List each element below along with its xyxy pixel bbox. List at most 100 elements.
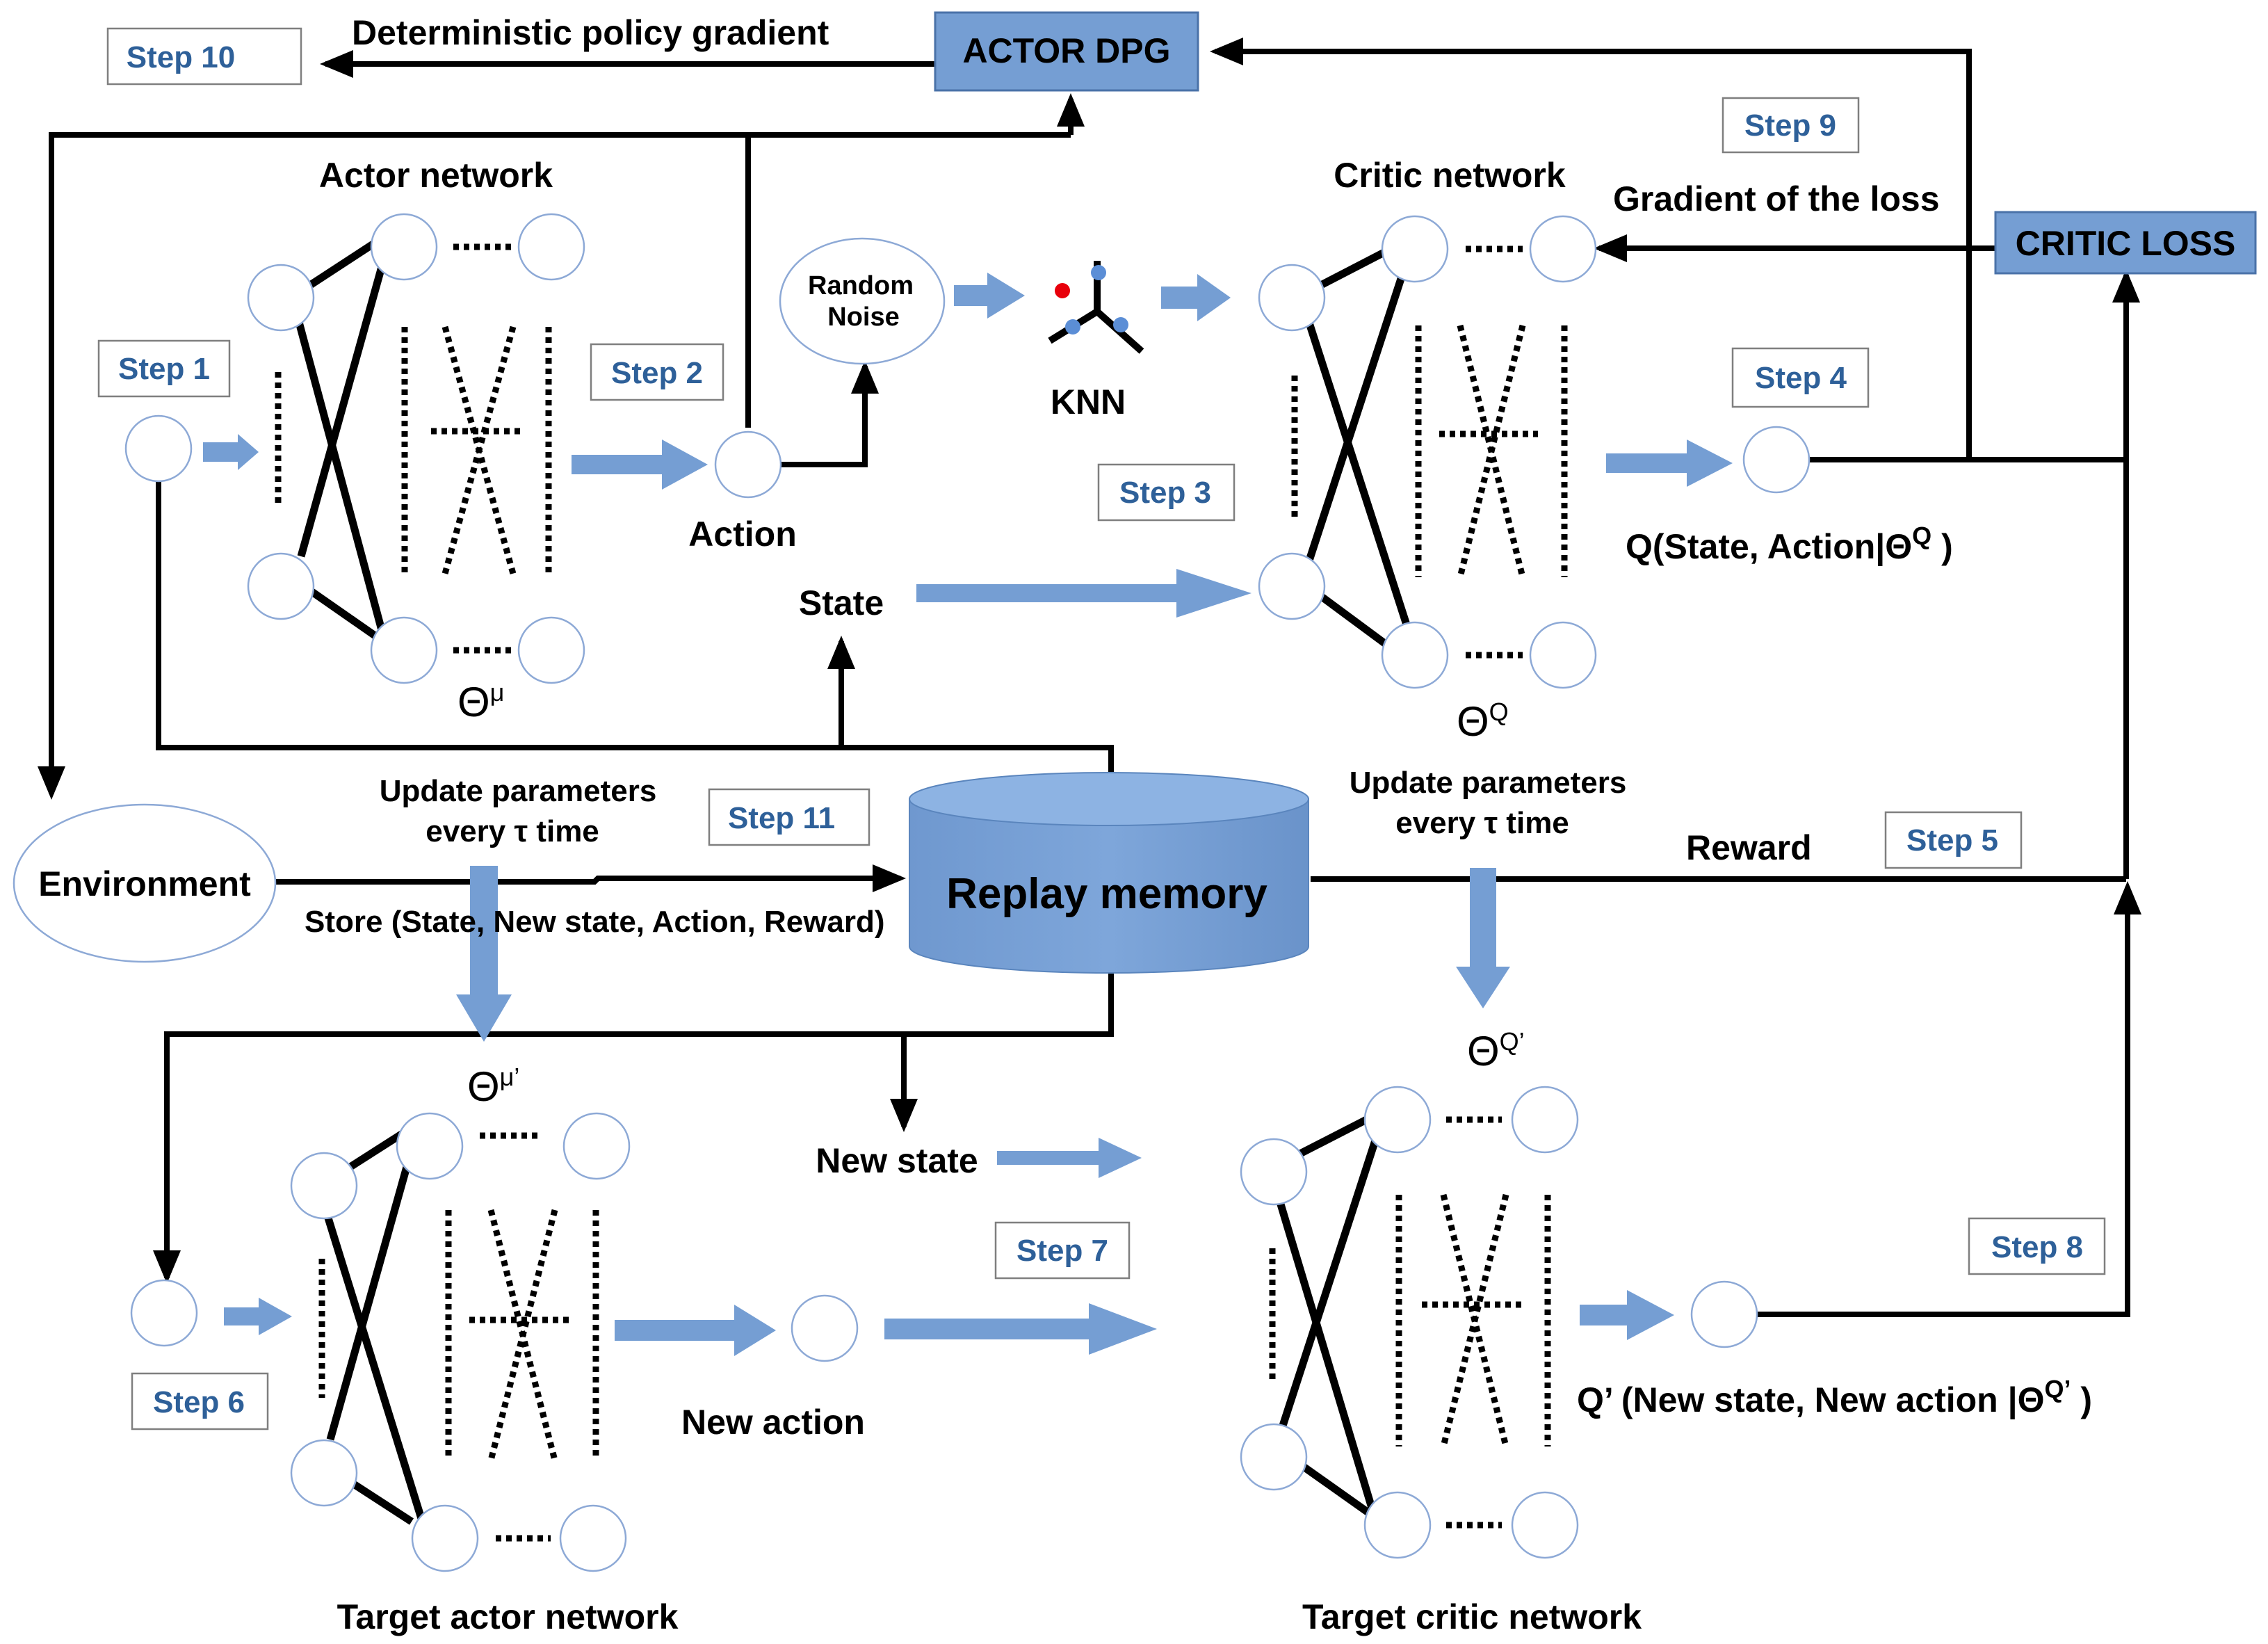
theta-actor: Θμ — [457, 678, 504, 725]
block-arrow-state-critic — [916, 569, 1252, 618]
q-target-output-node — [1690, 1280, 1758, 1348]
theta-actor-sup: μ — [490, 678, 505, 707]
step-9-box: Step 9 — [1722, 97, 1860, 154]
actor-node — [517, 213, 585, 281]
block-arrow-newstate-target-critic — [997, 1138, 1142, 1178]
theta-target-actor: Θμ’ — [467, 1063, 519, 1110]
step-11-label: Step 11 — [728, 801, 835, 835]
target-actor-node — [290, 1152, 358, 1220]
reward-label: Reward — [1686, 828, 1812, 867]
random-noise-line1: Random — [808, 271, 914, 300]
step-3-label: Step 3 — [1119, 476, 1211, 510]
target-actor-node — [396, 1112, 464, 1180]
update-params-actor-line2: every τ time — [426, 814, 599, 848]
step-4-label: Step 4 — [1755, 361, 1847, 395]
block-arrow-target-actor-newaction — [615, 1305, 776, 1356]
step-11-box: Step 11 — [708, 788, 870, 846]
step-6-label: Step 6 — [153, 1385, 245, 1419]
flow-memory-state — [156, 480, 1114, 772]
q-target-main: Q’ (New state, New action |Θ — [1577, 1380, 2045, 1420]
theta-target-actor-sup: μ’ — [500, 1063, 520, 1091]
target-critic-network-title: Target critic network — [1302, 1597, 1642, 1636]
target-critic-node — [1240, 1138, 1308, 1206]
theta-target-actor-symbol: Θ — [467, 1063, 500, 1110]
flow-lines — [38, 38, 2141, 1317]
gradient-of-loss-label: Gradient of the loss — [1613, 179, 1940, 218]
target-critic-node — [1363, 1086, 1432, 1154]
theta-critic-sup: Q — [1489, 698, 1509, 726]
step-3-box: Step 3 — [1097, 463, 1236, 522]
block-arrow-newaction-target-critic — [884, 1303, 1157, 1355]
q-value-main: Q(State, Action|Θ — [1626, 527, 1912, 567]
q-target-label: Q’ (New state, New action |ΘQ’ ) — [1577, 1375, 2092, 1420]
actor-dpg-box: ACTOR DPG — [934, 11, 1199, 92]
block-arrow-critic-q — [1606, 440, 1733, 487]
q-output-node — [1742, 426, 1811, 494]
critic-loss-label: CRITIC LOSS — [2016, 224, 2236, 263]
theta-critic-symbol: Θ — [1457, 698, 1489, 745]
theta-critic: ΘQ — [1457, 698, 1509, 745]
actor-network-title: Actor network — [319, 156, 553, 195]
actor-node — [517, 616, 585, 684]
replay-memory-cylinder: Replay memory — [909, 772, 1309, 974]
target-actor-network — [290, 1112, 631, 1572]
flow-qprime-out — [1758, 881, 2141, 1317]
step-4-box: Step 4 — [1731, 347, 1870, 408]
actor-node — [370, 616, 438, 684]
environment-label: Environment — [38, 864, 251, 903]
block-arrow-target-critic-qprime — [1580, 1290, 1674, 1340]
update-params-critic-line1: Update parameters — [1350, 766, 1627, 800]
actor-network — [247, 213, 585, 684]
knn-icon — [1048, 261, 1144, 354]
theta-target-critic: ΘQ’ — [1467, 1027, 1525, 1074]
target-actor-input-node — [130, 1279, 198, 1347]
target-critic-node — [1511, 1491, 1579, 1559]
store-label: Store (State, New state, Action, Reward) — [305, 905, 885, 939]
actor-node — [247, 552, 315, 620]
step-9-label: Step 9 — [1744, 108, 1836, 143]
dpg-label: Deterministic policy gradient — [352, 13, 829, 52]
critic-node — [1381, 215, 1449, 283]
theta-target-critic-symbol: Θ — [1467, 1028, 1500, 1074]
critic-network — [1258, 215, 1597, 689]
target-critic-node — [1240, 1423, 1308, 1491]
actor-input-node — [124, 414, 193, 483]
state-label: State — [799, 583, 884, 622]
step-10-box: Step 10 — [106, 27, 302, 86]
target-actor-node — [559, 1504, 627, 1572]
critic-node — [1381, 621, 1449, 689]
block-arrows — [203, 273, 1733, 1356]
new-state-label: New state — [816, 1141, 978, 1180]
target-actor-node — [562, 1112, 631, 1180]
actor-dpg-label: ACTOR DPG — [962, 31, 1170, 70]
theta-target-critic-sup: Q’ — [1500, 1027, 1525, 1056]
action-node — [714, 430, 782, 499]
block-arrow-input-target-actor — [224, 1298, 292, 1335]
target-actor-node — [290, 1439, 358, 1507]
block-arrow-update-target-actor — [456, 866, 512, 1042]
theta-actor-symbol: Θ — [457, 679, 490, 725]
step-1-box: Step 1 — [97, 339, 231, 398]
flow-action-noise — [777, 360, 879, 467]
random-noise-line2: Noise — [827, 303, 899, 332]
critic-node — [1258, 552, 1326, 620]
update-params-critic-line2: every τ time — [1395, 806, 1569, 840]
update-params-actor-line1: Update parameters — [380, 774, 657, 808]
target-critic-node — [1511, 1086, 1579, 1154]
step-2-label: Step 2 — [611, 356, 703, 390]
q-target-close: ) — [2071, 1380, 2093, 1419]
critic-node — [1529, 621, 1597, 689]
q-value-close: ) — [1931, 527, 1953, 566]
flow-env-loop — [38, 132, 1071, 800]
target-actor-network-title: Target actor network — [337, 1597, 679, 1636]
block-arrow-actor-action — [572, 440, 708, 490]
block-arrow-input-actor — [203, 434, 259, 470]
critic-loss-box: CRITIC LOSS — [1994, 211, 2257, 275]
action-label: Action — [688, 515, 797, 554]
q-value-label: Q(State, Action|ΘQ ) — [1626, 522, 1953, 567]
flow-memory-target — [153, 974, 1114, 1284]
knn-label: KNN — [1051, 382, 1126, 421]
random-noise-node: Random Noise — [779, 237, 946, 365]
target-critic-node — [1363, 1491, 1432, 1559]
